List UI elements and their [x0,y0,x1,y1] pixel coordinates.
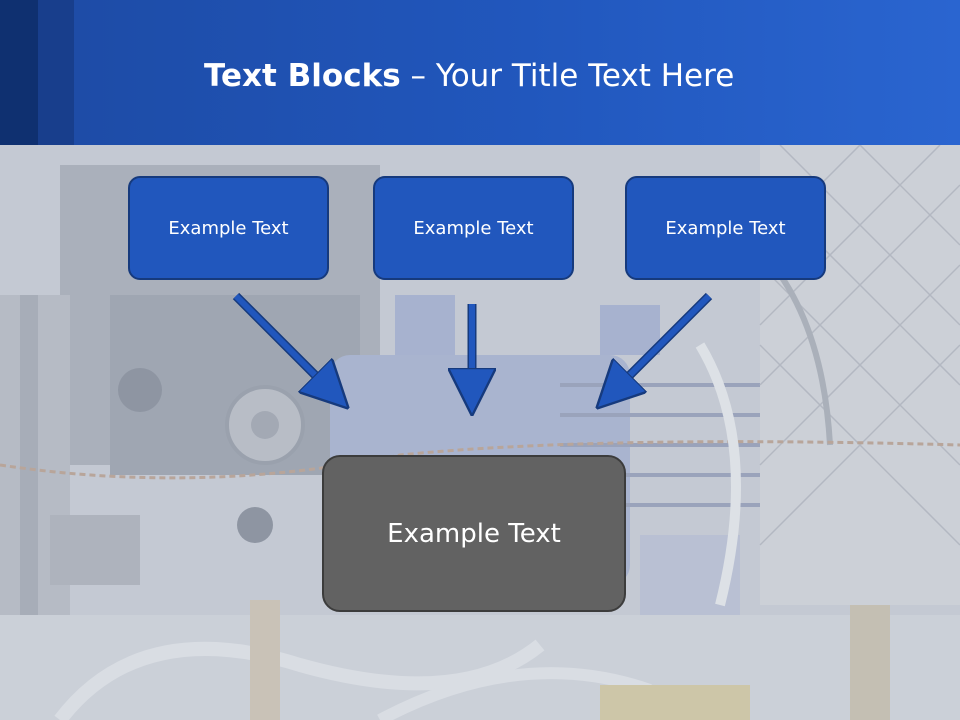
slide-title: Text Blocks – Your Title Text Here [204,54,734,98]
slide-title-bold: Text Blocks [204,58,401,94]
title-bar-stripe-dark [0,0,38,145]
target-text-block[interactable]: Example Text [322,455,626,612]
text-block-right[interactable]: Example Text [625,176,826,280]
slide-title-dash: – [400,58,436,94]
text-block-left-label: Example Text [168,217,289,239]
text-block-center-label: Example Text [413,217,534,239]
arrow-right-diagonal [609,292,713,396]
text-block-left[interactable]: Example Text [128,176,329,280]
arrow-left-diagonal [232,292,336,396]
slide-title-rest: Your Title Text Here [435,58,735,94]
title-bar-stripe-mid [38,0,74,145]
target-text-block-label: Example Text [387,518,561,549]
text-block-center[interactable]: Example Text [373,176,574,280]
title-bar: Text Blocks – Your Title Text Here [0,0,960,145]
text-block-right-label: Example Text [665,217,786,239]
